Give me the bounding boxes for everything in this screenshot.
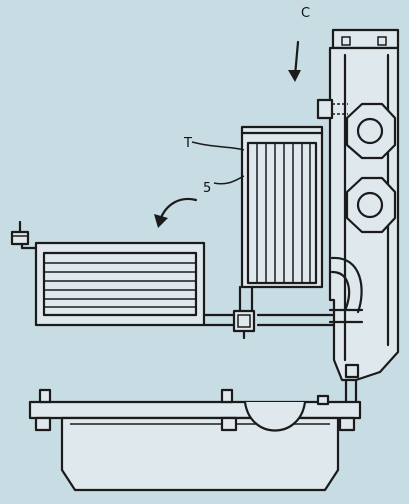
label-5: 5 bbox=[203, 181, 211, 196]
label-c: C bbox=[301, 6, 310, 21]
base-housing bbox=[28, 388, 362, 492]
leader-5 bbox=[213, 175, 245, 185]
horizontal-cooler bbox=[10, 220, 336, 340]
curved-pipe bbox=[328, 256, 364, 324]
label-t: T bbox=[183, 136, 192, 151]
housing-bracket bbox=[316, 28, 400, 412]
view-arrow-c bbox=[288, 40, 301, 82]
leader-t bbox=[191, 141, 245, 151]
upright-cooler bbox=[238, 125, 324, 317]
swing-arrow bbox=[154, 197, 198, 228]
